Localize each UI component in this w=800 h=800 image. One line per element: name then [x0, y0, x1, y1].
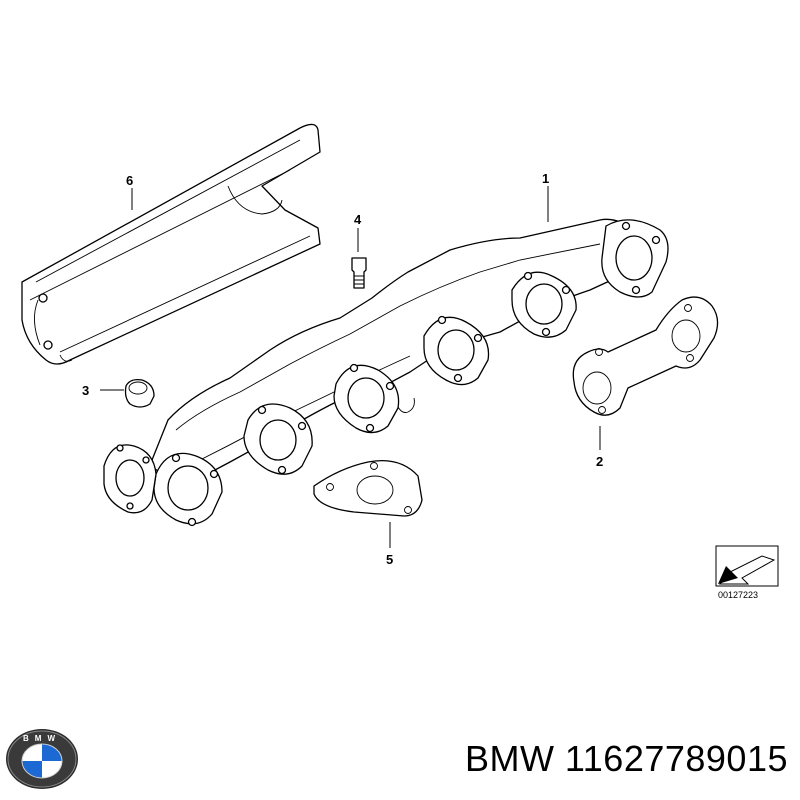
manifold-flange-6	[153, 452, 223, 527]
manifold-flange-5	[243, 403, 313, 475]
bmw-logo: BMW	[6, 729, 78, 789]
bolt-part	[351, 228, 367, 289]
callout-5: 5	[386, 552, 393, 567]
manifold-flange-7	[103, 444, 157, 514]
reference-code: 00127223	[718, 590, 758, 600]
flange-gasket-part	[313, 459, 423, 548]
part-number-title: BMW 11627789015	[464, 738, 788, 779]
manifold-flange-3	[423, 315, 490, 386]
callout-2: 2	[596, 454, 603, 469]
logo-letters: BMW	[23, 734, 61, 743]
heat-shield-part	[21, 123, 321, 365]
manifold-flange-2	[511, 271, 577, 338]
callout-4: 4	[354, 212, 362, 227]
gasket-pair-part	[572, 296, 719, 450]
nut-part	[100, 378, 155, 408]
callout-6: 6	[126, 173, 133, 188]
callout-3: 3	[82, 383, 89, 398]
reference-arrow-box: 00127223	[715, 545, 779, 600]
manifold-flange-4	[333, 363, 400, 434]
callout-1: 1	[542, 171, 549, 186]
manifold-flange-1	[601, 219, 669, 298]
exhaust-manifold-part	[103, 186, 669, 527]
